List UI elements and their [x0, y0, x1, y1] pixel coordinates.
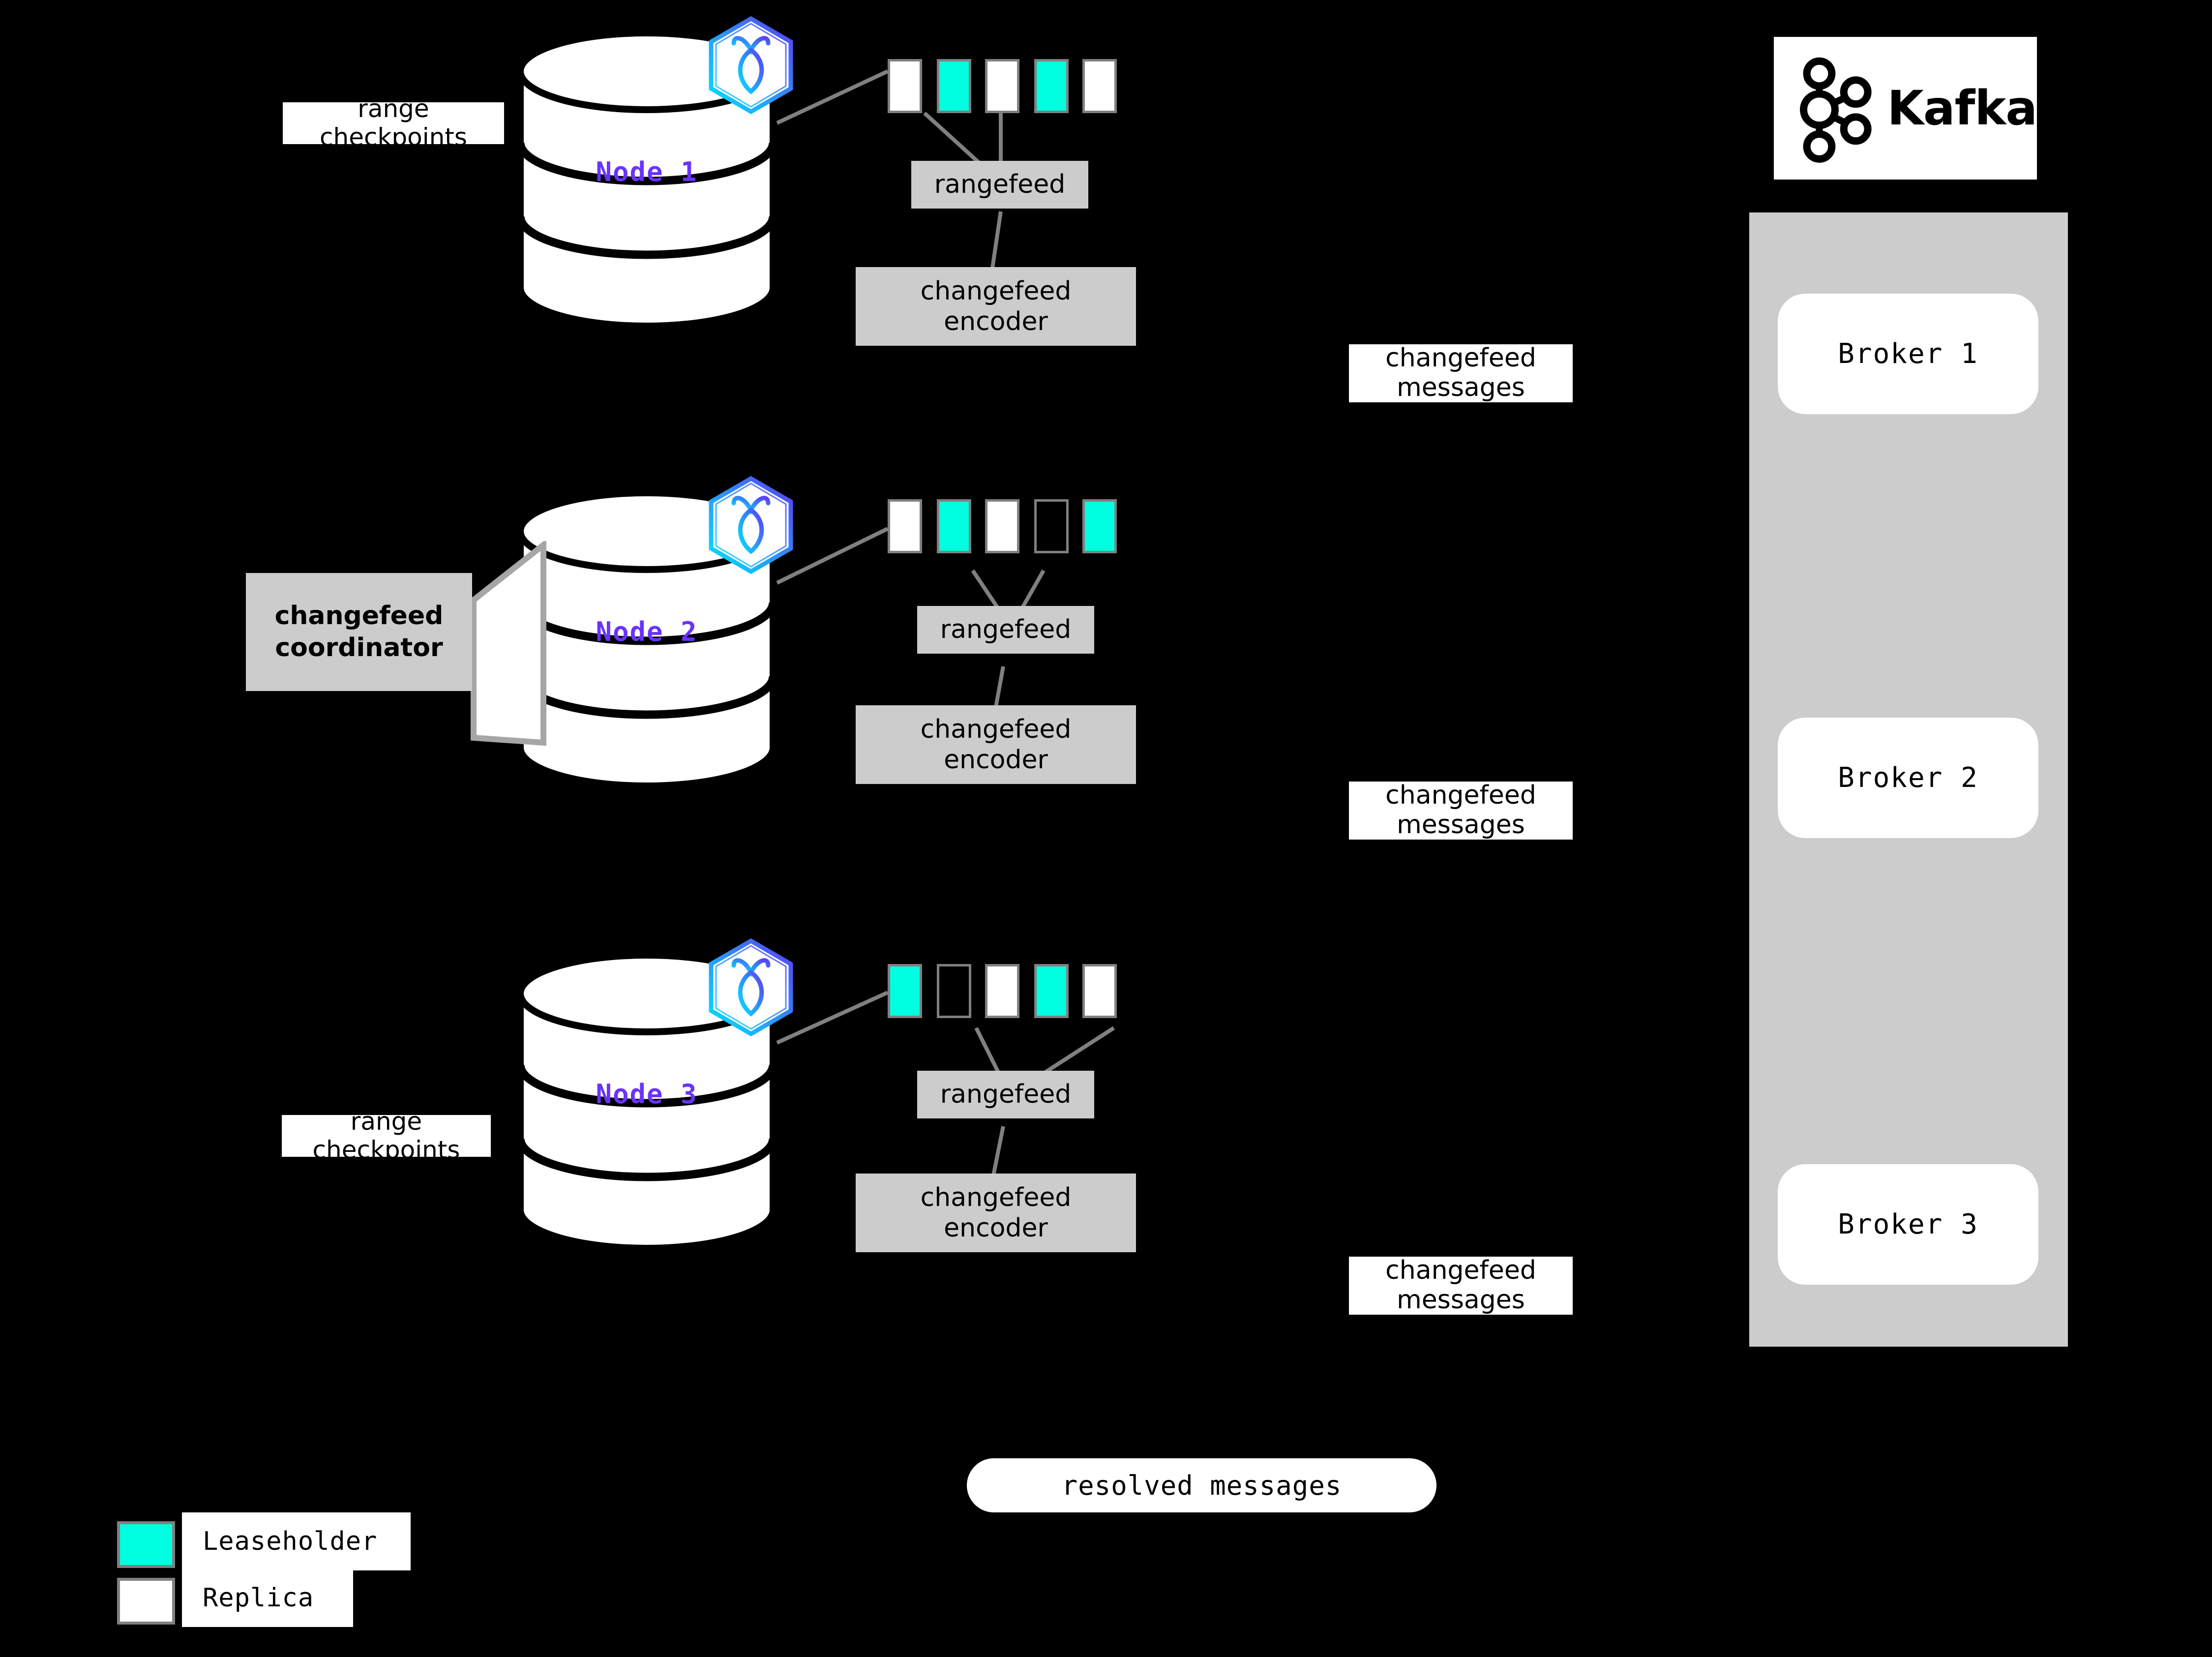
- node-2-encoder-line2: encoder: [944, 745, 1048, 775]
- node-2-messages-line1: changefeed: [1385, 781, 1536, 811]
- node-3-cylinder: Node 3: [516, 952, 777, 1252]
- node-3-range-3[interactable]: [985, 964, 1019, 1018]
- node-3-range-2[interactable]: [937, 964, 971, 1018]
- kafka-broker-1[interactable]: Broker 1: [1778, 294, 2038, 414]
- node-2-encoder-box[interactable]: changefeed encoder: [856, 705, 1136, 784]
- node-1-range-2[interactable]: [937, 59, 971, 113]
- kafka-nodes-icon: [1800, 57, 1872, 163]
- node-1-range-checkpoints-line2: checkpoints: [320, 122, 467, 151]
- node-2-encoder-line1: changefeed: [920, 714, 1072, 744]
- node-3-range-5[interactable]: [1082, 964, 1117, 1018]
- node-2-rangefeed-label: rangefeed: [940, 615, 1072, 645]
- node-1-range-checkpoints-line1: range: [358, 94, 429, 123]
- resolved-messages-label: resolved messages: [1061, 1470, 1342, 1501]
- node-3-encoder-line2: encoder: [944, 1213, 1048, 1243]
- node-3-label: Node 3: [596, 1079, 698, 1110]
- node-2-range-3[interactable]: [985, 499, 1019, 553]
- node-3-encoder-box[interactable]: changefeed encoder: [856, 1174, 1136, 1252]
- node-3-rangefeed-box[interactable]: rangefeed: [917, 1071, 1094, 1118]
- node-1-changefeed-messages-label: changefeed messages: [1349, 343, 1573, 402]
- node-3-range-checkpoints-label: range checkpoints: [282, 1107, 491, 1164]
- kafka-broker-2-label: Broker 2: [1838, 762, 1978, 794]
- node-2-range-4[interactable]: [1034, 499, 1069, 553]
- node-2-range-5[interactable]: [1082, 499, 1117, 553]
- cockroachdb-hexagon-icon: [704, 475, 798, 579]
- node-1-range-1[interactable]: [888, 59, 922, 113]
- node-1-range-3[interactable]: [985, 59, 1019, 113]
- kafka-cluster-panel: Broker 1 Broker 2 Broker 3: [1749, 212, 2068, 1347]
- legend-label-replica: Replica: [182, 1569, 353, 1627]
- node-1-range-4[interactable]: [1034, 59, 1069, 113]
- node-1-messages-line1: changefeed: [1385, 343, 1536, 373]
- node-3-rangefeed-label: rangefeed: [940, 1080, 1072, 1110]
- legend-swatch-replica: [117, 1578, 175, 1625]
- node-3-changefeed-messages-label: changefeed messages: [1349, 1256, 1573, 1315]
- changefeed-coordinator-box[interactable]: changefeed coordinator: [246, 573, 472, 691]
- kafka-broker-1-label: Broker 1: [1838, 338, 1978, 370]
- kafka-broker-2[interactable]: Broker 2: [1778, 718, 2038, 838]
- coordinator-line2: coordinator: [275, 633, 443, 663]
- kafka-logo: Kafka: [1774, 37, 2037, 180]
- node-2-rangefeed-box[interactable]: rangefeed: [917, 606, 1094, 654]
- node-3-encoder-line1: changefeed: [920, 1182, 1072, 1212]
- legend-swatch-leaseholder: [117, 1521, 175, 1568]
- node-1-messages-line2: messages: [1397, 373, 1525, 402]
- node-2-cylinder: Node 2: [516, 489, 777, 789]
- node-2-range-2[interactable]: [937, 499, 971, 553]
- coordinator-3d-panel: [470, 539, 553, 757]
- node-2-range-1[interactable]: [888, 499, 922, 553]
- node-3-range-checkpoints-line1: range: [350, 1107, 422, 1136]
- node-1-encoder-box[interactable]: changefeed encoder: [856, 267, 1136, 346]
- legend-leaseholder-text: Leaseholder: [203, 1527, 378, 1556]
- kafka-logo-text: Kafka: [1887, 81, 2037, 136]
- node-2-messages-line2: messages: [1397, 810, 1525, 840]
- node-3-range-4[interactable]: [1034, 964, 1069, 1018]
- cockroachdb-hexagon-icon: [704, 937, 798, 1041]
- node-1-label: Node 1: [596, 156, 698, 187]
- cockroachdb-hexagon-icon: [704, 15, 798, 119]
- coordinator-line1: changefeed: [274, 601, 444, 631]
- node-1-encoder-line2: encoder: [944, 307, 1048, 336]
- kafka-broker-3-label: Broker 3: [1838, 1208, 1978, 1240]
- legend-label-leaseholder: Leaseholder: [182, 1512, 411, 1570]
- node-1-rangefeed-box[interactable]: rangefeed: [911, 161, 1088, 209]
- node-1-range-5[interactable]: [1082, 59, 1117, 113]
- kafka-broker-3[interactable]: Broker 3: [1778, 1164, 2038, 1285]
- node-2-changefeed-messages-label: changefeed messages: [1349, 781, 1573, 840]
- node-3-range-1[interactable]: [888, 964, 922, 1018]
- resolved-messages-pill[interactable]: resolved messages: [967, 1458, 1436, 1512]
- node-1-encoder-line1: changefeed: [920, 276, 1072, 306]
- node-3-messages-line2: messages: [1397, 1285, 1525, 1315]
- node-3-messages-line1: changefeed: [1385, 1256, 1536, 1286]
- node-2-label: Node 2: [596, 616, 698, 647]
- node-1-rangefeed-label: rangefeed: [934, 170, 1066, 200]
- node-3-range-checkpoints-line2: checkpoints: [312, 1135, 460, 1164]
- legend-replica-text: Replica: [203, 1583, 314, 1613]
- node-1-range-checkpoints-label: range checkpoints: [283, 94, 504, 151]
